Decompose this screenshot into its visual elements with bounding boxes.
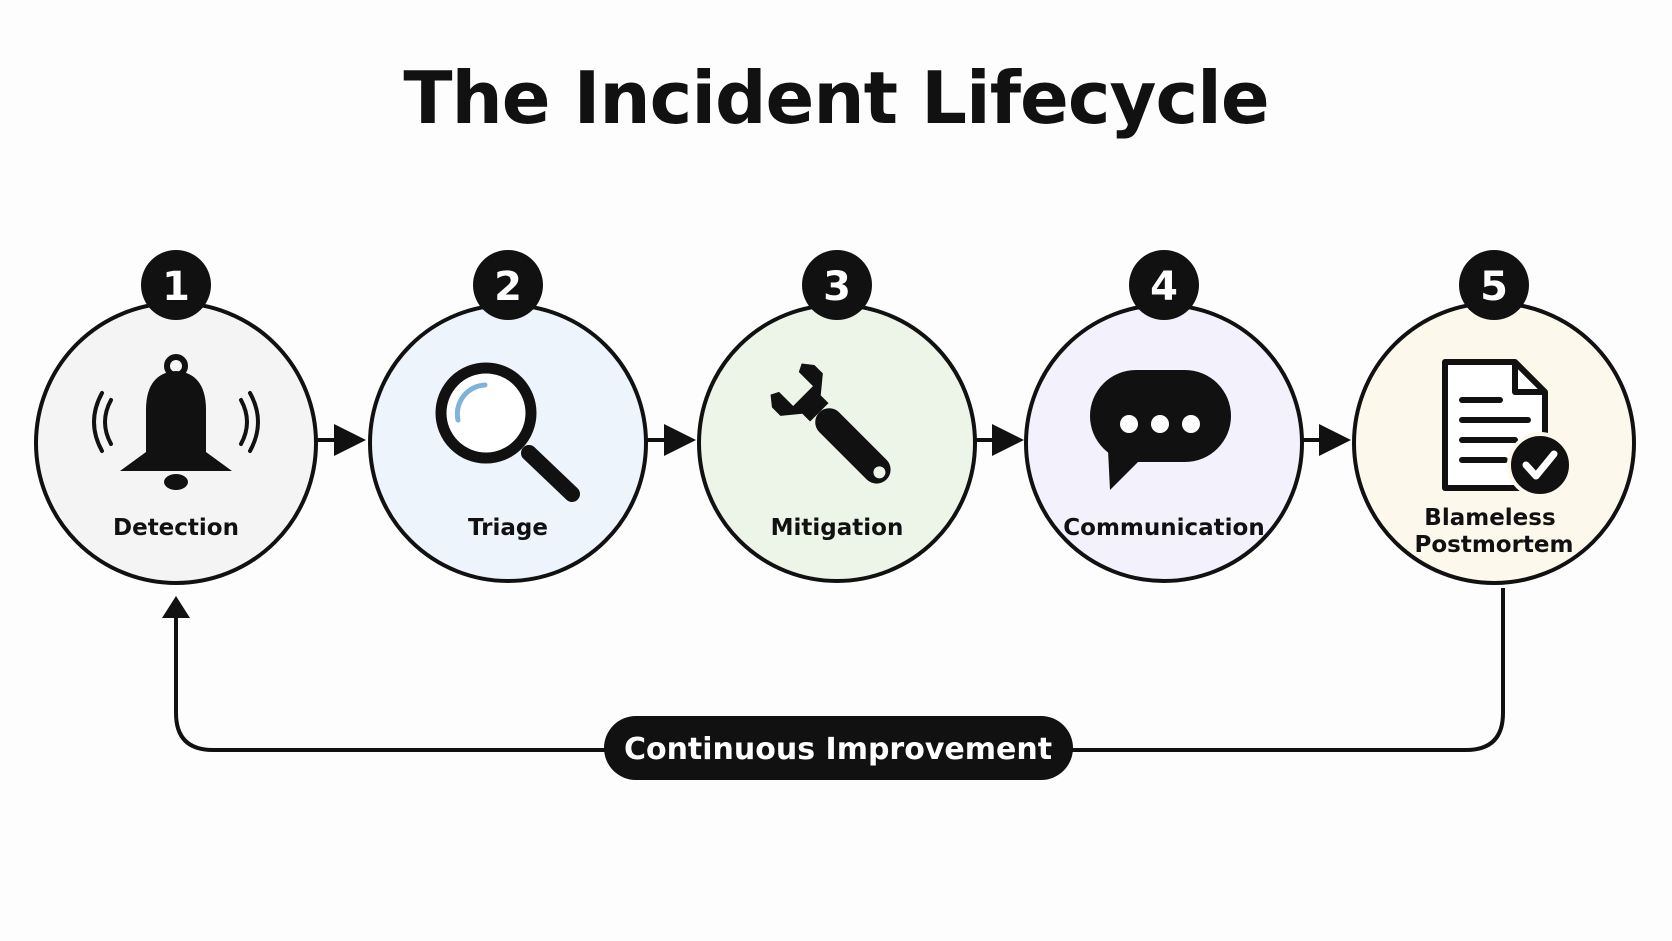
loop-label: Continuous Improvement [624, 732, 1052, 767]
stage-label-line-2: Postmortem [1414, 532, 1573, 558]
step-badge [802, 250, 872, 320]
step-number: 4 [1150, 264, 1178, 310]
magnifier-icon [435, 362, 580, 502]
chat-bubble-icon [1090, 370, 1231, 490]
step-badge [141, 250, 211, 320]
step-badge [473, 250, 543, 320]
stage-label: Triage [468, 515, 548, 541]
stage-communication: 4 Communication [1024, 250, 1304, 583]
stage-label: Mitigation [771, 515, 904, 541]
bell-icon [92, 354, 260, 490]
stage-mitigation: 3 Mitigation [697, 250, 977, 583]
step-number: 5 [1480, 264, 1508, 310]
feedback-loop: Continuous Improvement [162, 588, 1505, 780]
stage-label: Detection [113, 515, 239, 541]
step-number: 2 [494, 264, 522, 310]
stage-label: Blameless Postmortem [1414, 505, 1573, 558]
step-number: 3 [823, 264, 851, 310]
step-badge [1459, 250, 1529, 320]
stage-detection: 1 Detection [34, 250, 318, 585]
stage-label-line-1: Blameless [1424, 505, 1555, 531]
stage-blameless-postmortem: 5 Blameless Postmortem [1352, 250, 1636, 585]
stage-label: Communication [1063, 515, 1264, 541]
step-badge [1129, 250, 1199, 320]
step-number: 1 [162, 264, 190, 310]
diagram-title: The Incident Lifecycle [403, 56, 1269, 140]
document-check-icon [1442, 359, 1573, 498]
feedback-loop-arrowhead [162, 596, 190, 618]
loop-label-pill [604, 716, 1073, 780]
magnifier-glint [454, 382, 488, 423]
stage-triage: 2 Triage [368, 250, 648, 583]
wrench-icon [770, 363, 891, 484]
